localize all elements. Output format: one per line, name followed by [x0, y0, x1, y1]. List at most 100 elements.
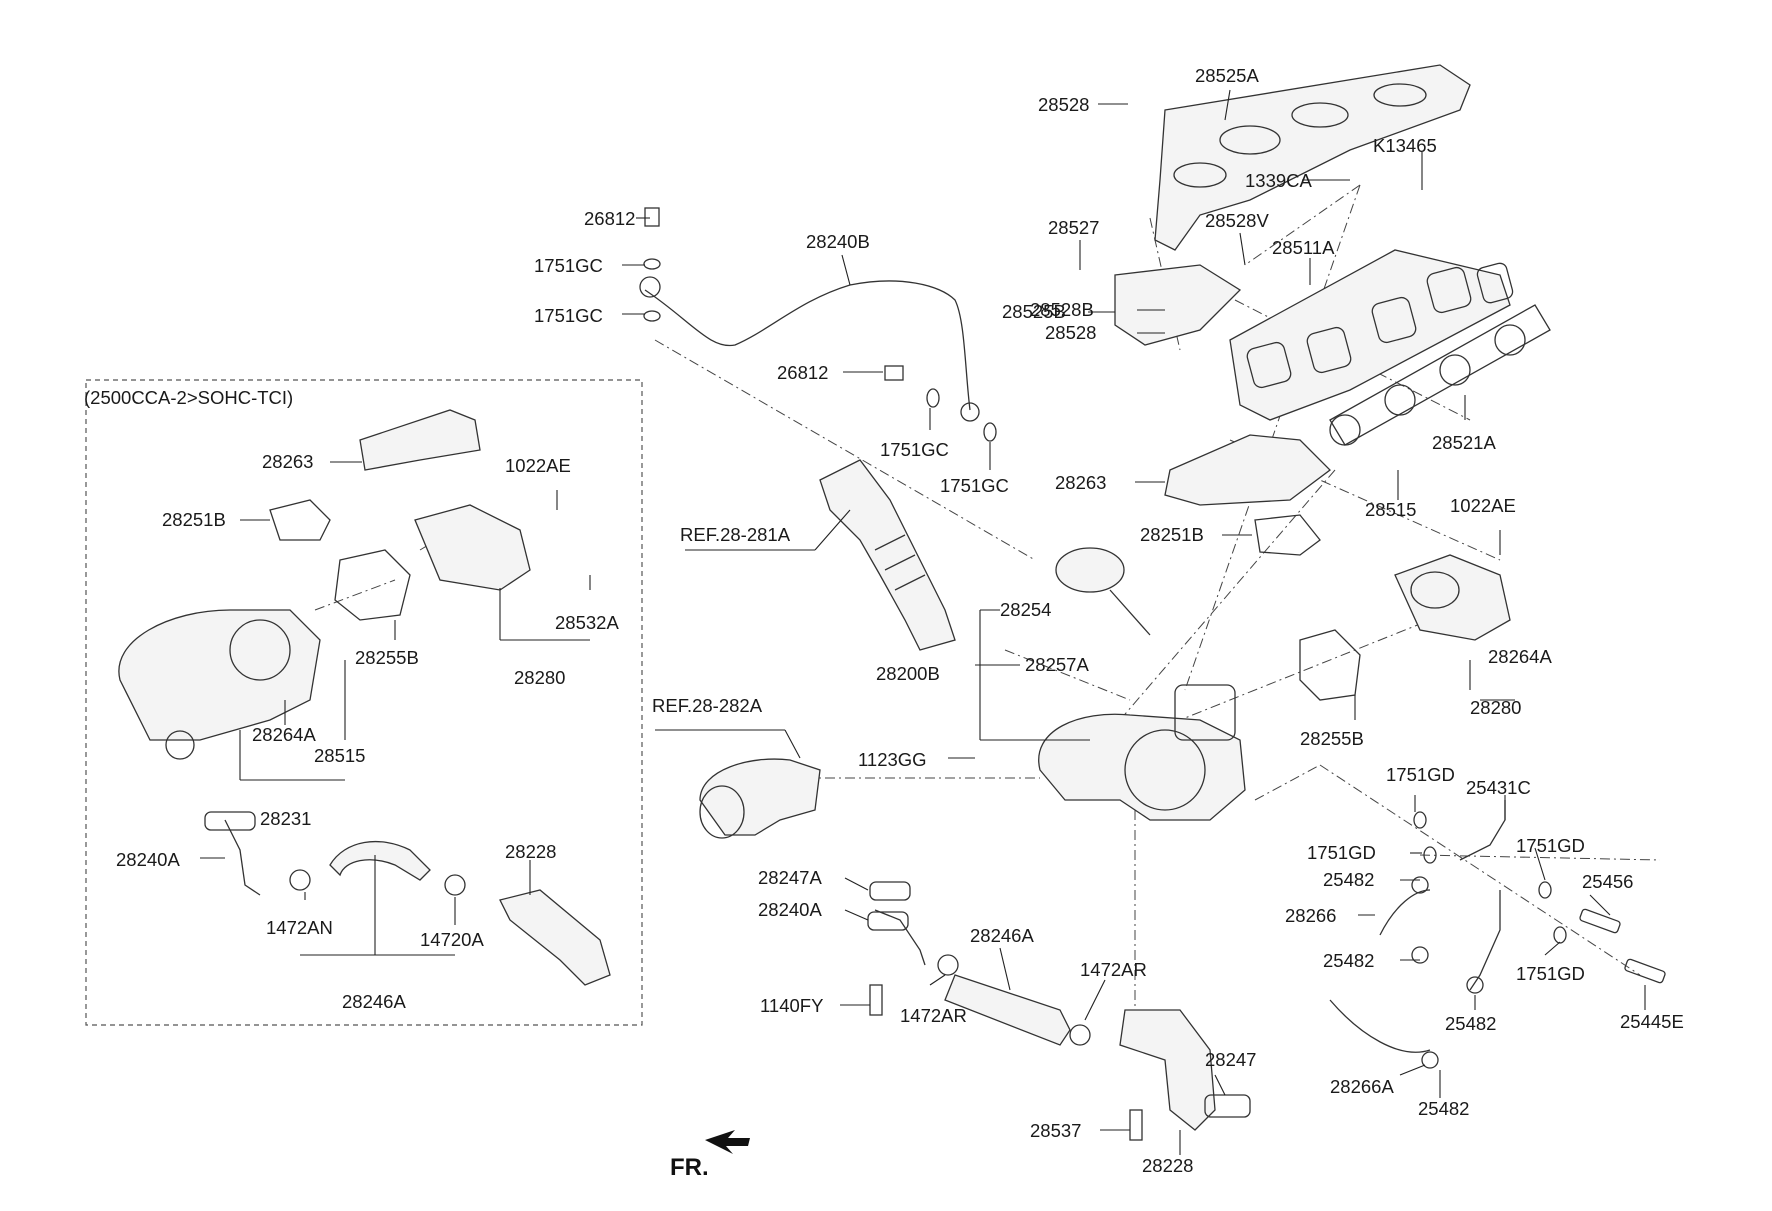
part-label-28266A: 28266A	[1330, 1076, 1394, 1097]
manifold-flange	[1371, 296, 1417, 344]
part-label-26812: 26812	[584, 208, 635, 229]
oil-return-pipe-left	[224, 819, 261, 896]
part-label-25482: 25482	[1323, 950, 1374, 971]
banjo-bolt-26812	[644, 207, 660, 227]
part-label-1751GD: 1751GD	[1516, 835, 1585, 856]
bracket-28228-right	[1119, 1009, 1216, 1131]
heat-shield-hole	[1219, 125, 1281, 155]
part-label-28228: 28228	[1142, 1155, 1193, 1176]
washer-1751GD	[1538, 881, 1552, 899]
part-label-25482: 25482	[1418, 1098, 1469, 1119]
outlet-elbow-right	[1394, 554, 1511, 641]
hose-clamp	[1421, 1051, 1439, 1069]
bolt-25445E	[1624, 958, 1666, 984]
turbo-housing-left	[165, 730, 195, 760]
coolant-hose-28266	[1379, 889, 1431, 936]
part-label-28264A: 28264A	[1488, 646, 1552, 667]
part-label-1751GC: 1751GC	[534, 255, 603, 276]
oil-return-hose-left	[329, 840, 431, 881]
part-label-28525B: 28525B	[1002, 301, 1066, 322]
intake-hose	[819, 459, 956, 651]
duct-opening	[699, 785, 745, 839]
part-label-28228: 28228	[505, 841, 556, 862]
part-label-1472AR: 1472AR	[1080, 959, 1147, 980]
part-label-14720A: 14720A	[420, 929, 484, 950]
heat-shield-hole	[1173, 162, 1227, 188]
gasket-port	[1329, 414, 1361, 446]
oil-feed-pipe	[644, 280, 971, 411]
part-label-25431C: 25431C	[1466, 777, 1531, 798]
gasket-28255B-left	[334, 549, 411, 621]
coolant-pipe	[1459, 800, 1506, 861]
part-label-28527: 28527	[1048, 217, 1099, 238]
part-label-28254: 28254	[1000, 599, 1051, 620]
part-label-28511A: 28511A	[1272, 237, 1335, 258]
gasket-28247A	[869, 881, 911, 901]
manifold-flange	[1246, 341, 1292, 389]
manifold-flange	[1306, 326, 1352, 374]
banjo-fitting	[639, 276, 661, 298]
part-label-25456: 25456	[1582, 871, 1633, 892]
bolt-28537	[1129, 1109, 1143, 1141]
part-label-1022AE: 1022AE	[505, 455, 571, 476]
washer-1751GD	[1423, 846, 1437, 864]
part-label-28240A: 28240A	[116, 849, 180, 870]
variant-section-box	[85, 379, 643, 1026]
coolant-hose-28266A	[1329, 999, 1431, 1053]
hose-clamp	[937, 954, 959, 976]
washer-1751GC	[926, 388, 940, 408]
part-label-28255B: 28255B	[355, 647, 419, 668]
part-labels: 28525A 28528 K13465 1339CA 28527 28528V …	[116, 65, 1684, 1181]
part-label-28525A: 28525A	[1195, 65, 1259, 86]
reference-label-28-282A: REF.28-282A	[652, 695, 763, 716]
coolant-pipe	[1469, 890, 1501, 991]
part-label-28528: 28528	[1038, 94, 1089, 115]
orientation-label: FR.	[670, 1154, 709, 1181]
banjo-fitting	[960, 402, 980, 422]
part-label-26812: 26812	[777, 362, 828, 383]
bracket-28263-left	[359, 409, 481, 471]
wastegate-actuator	[1055, 547, 1125, 593]
hose-clamp	[1411, 946, 1429, 964]
part-label-28264A: 28264A	[252, 724, 316, 745]
part-label-1140FY: 1140FY	[760, 995, 823, 1016]
hose-clamp	[444, 874, 466, 896]
turbo-housing	[1124, 729, 1206, 811]
part-label-28231: 28231	[260, 808, 311, 829]
part-label-1751GD: 1751GD	[1516, 963, 1585, 984]
variant-section-label: (2500CCA-2>SOHC-TCI)	[84, 387, 293, 408]
part-label-28246A: 28246A	[970, 925, 1034, 946]
heat-shield-hole	[1373, 83, 1427, 107]
part-label-25445E: 25445E	[1620, 1011, 1684, 1032]
part-label-28263: 28263	[262, 451, 313, 472]
hose-clamp	[1411, 876, 1429, 894]
part-label-28255B: 28255B	[1300, 728, 1364, 749]
gasket-port	[1494, 324, 1526, 356]
part-label-28240A: 28240A	[758, 899, 822, 920]
bracket-28263-right	[1164, 434, 1331, 506]
part-label-28251B: 28251B	[1140, 524, 1204, 545]
turbo-housing-left	[229, 619, 291, 681]
gasket-28255B-right	[1299, 629, 1361, 701]
oil-return-pipe	[874, 909, 926, 966]
part-label-28246A: 28246A	[342, 991, 406, 1012]
part-label-28240B: 28240B	[806, 231, 870, 252]
flange-28240A	[867, 911, 909, 931]
part-label-1751GC: 1751GC	[534, 305, 603, 326]
part-label-28528V: 28528V	[1205, 210, 1269, 231]
part-label-28251B: 28251B	[162, 509, 226, 530]
part-label-1472AR: 1472AR	[900, 1005, 967, 1026]
bolt-25456	[1579, 908, 1621, 934]
washer-1751GC	[643, 310, 661, 322]
part-label-1751GC: 1751GC	[940, 475, 1009, 496]
part-label-28257A: 28257A	[1025, 654, 1089, 675]
part-label-28200B: 28200B	[876, 663, 940, 684]
turbocharger-left	[118, 609, 321, 741]
gasket-28251B-left	[269, 499, 331, 541]
hose-clamp	[1466, 976, 1484, 994]
part-label-28521A: 28521A	[1432, 432, 1496, 453]
part-label-28532A: 28532A	[555, 612, 619, 633]
part-label-25482: 25482	[1323, 869, 1374, 890]
part-label-28528B: 28528B	[1030, 299, 1094, 320]
hose-clamp	[289, 869, 311, 891]
